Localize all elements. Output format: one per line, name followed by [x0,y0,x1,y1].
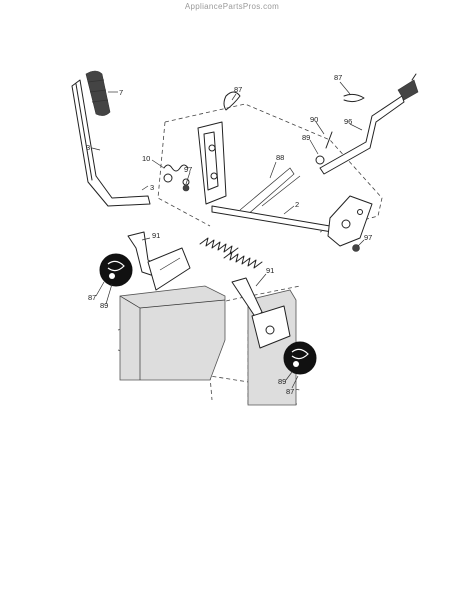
callout-87-bottom: 87 [286,387,294,396]
callout-97-right: 97 [364,233,372,242]
hairpin-clip-top [223,91,241,111]
callout-87-top: 87 [234,85,242,94]
lift-handle [71,79,151,207]
right-lift-bracket [327,195,373,247]
left-frame-block [119,285,226,381]
callout-91-left: 91 [152,231,160,240]
detail-inset-left [99,253,133,287]
bolt-97-top [182,184,190,192]
callout-96: 96 [344,117,352,126]
callout-labels: 7 3 3 10 97 87 88 2 87 90 89 96 97 91 87… [86,73,372,396]
bolt-97-right [352,244,360,252]
watermark: AppliancePartsPros.com [184,2,280,11]
right-lift-link [231,277,291,349]
callout-10: 10 [142,154,150,163]
callout-87-left: 87 [88,293,96,302]
callout-89-right: 89 [302,133,310,142]
callout-87-right: 87 [334,73,342,82]
lift-shaft [211,205,333,233]
detail-inset-right [283,341,317,375]
leader-lines [91,81,365,389]
hairpin-clip-right [343,93,365,103]
center-bracket [197,121,227,205]
callout-91-right: 91 [266,266,274,275]
handle-grip [85,70,111,116]
callout-7: 7 [119,88,123,97]
callout-3-lower: 3 [150,183,154,192]
rod-96 [319,73,419,175]
callout-97-top: 97 [184,165,192,174]
callout-89-left: 89 [100,301,108,310]
washer-right [315,131,333,165]
callout-3-upper: 3 [86,143,90,152]
callout-88: 88 [276,153,284,162]
callout-90: 90 [310,115,318,124]
tension-springs [199,167,301,269]
left-lift-link [127,231,191,291]
callout-2: 2 [295,200,299,209]
callout-89-bottom: 89 [278,377,286,386]
